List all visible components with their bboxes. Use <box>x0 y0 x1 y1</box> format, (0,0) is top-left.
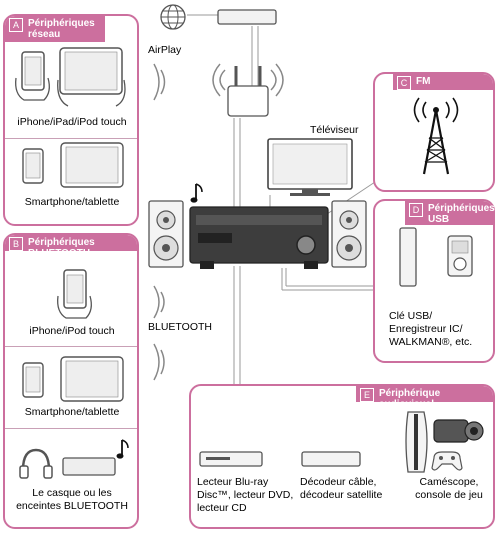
label-camera-line2: console de jeu <box>415 489 483 501</box>
label-headset-line1: Le casque ou les <box>32 487 112 499</box>
label-decoder-line1: Décodeur câble, <box>300 476 377 488</box>
usb-stick-icon <box>399 227 417 287</box>
game-controller-icon <box>431 451 463 471</box>
label-iphone-ipad-ipod: iPhone/iPad/iPod touch <box>17 116 127 128</box>
router-waves-left-icon <box>212 63 226 97</box>
headphones-icon <box>19 448 53 479</box>
bluray-player-icon <box>199 451 263 467</box>
smartphone-icon-b <box>22 362 44 398</box>
label-iphone-ipod: iPhone/iPod touch <box>29 325 115 337</box>
smartphone-icon-a <box>22 148 44 184</box>
internet-globe-icon <box>160 4 186 30</box>
label-bluetooth: BLUETOOTH <box>148 321 212 333</box>
section-b-divider-2 <box>5 428 137 429</box>
ipad-in-hands-icon <box>57 47 126 107</box>
label-bluray-line3: lecteur CD <box>197 502 247 514</box>
modem-icon <box>217 9 277 25</box>
section-e-header: E Périphérique audiovisuel <box>356 386 493 410</box>
label-usb-line3: WALKMAN®, etc. <box>389 336 473 348</box>
section-e-badge: E <box>360 388 374 402</box>
music-note-icon-b <box>116 439 129 459</box>
label-decoder-line2: décodeur satellite <box>300 489 383 501</box>
section-b-badge: B <box>9 237 23 251</box>
fm-antenna-tower-icon <box>413 97 459 175</box>
bluetooth-waves-icon-top <box>153 285 165 319</box>
label-bluray-line2: Disc™, lecteur DVD, <box>197 489 294 501</box>
section-a-badge: A <box>9 18 23 32</box>
section-c-header: C FM <box>393 74 493 90</box>
cable-decoder-icon <box>301 451 361 467</box>
tablet-icon-a <box>60 142 124 188</box>
section-d-badge: D <box>409 203 423 217</box>
right-speaker-icon <box>331 200 367 268</box>
label-usb-line1: Clé USB/ <box>389 310 433 322</box>
camcorder-icon <box>433 419 484 443</box>
iphone-in-hand-icon-b <box>57 269 92 319</box>
wireless-router-icon <box>227 66 269 117</box>
section-b-header: B Périphériques BLUETOOTH <box>5 235 137 259</box>
label-bluray-line1: Lecteur Blu-ray <box>197 476 269 488</box>
label-usb-line2: Enregistreur IC/ <box>389 323 463 335</box>
walkman-player-icon <box>447 235 473 277</box>
label-headset-line2: enceintes BLUETOOTH <box>16 500 128 512</box>
section-c-fm-box <box>373 72 495 192</box>
section-b-divider-1 <box>5 346 137 347</box>
section-c-badge: C <box>397 76 411 90</box>
game-console-icon <box>405 411 428 473</box>
tablet-icon-b <box>60 356 124 402</box>
television-icon <box>267 138 353 196</box>
left-speaker-icon <box>148 200 184 268</box>
label-smartphone-a: Smartphone/tablette <box>24 196 120 208</box>
router-waves-right-icon <box>270 63 284 97</box>
section-a-divider <box>5 138 137 139</box>
av-receiver-icon <box>189 206 329 269</box>
label-smartphone-b: Smartphone/tablette <box>24 406 120 418</box>
airplay-waves-icon <box>153 63 166 101</box>
iphone-in-hand-icon <box>15 51 50 101</box>
section-d-usb-box <box>373 199 495 363</box>
bluetooth-waves-icon-bottom <box>153 343 165 381</box>
music-note-icon <box>190 183 203 203</box>
label-camera-line1: Caméscope, <box>419 476 479 488</box>
label-airplay: AirPlay <box>148 44 182 56</box>
label-tv: Téléviseur <box>310 124 359 136</box>
bluetooth-speaker-icon <box>62 457 116 476</box>
